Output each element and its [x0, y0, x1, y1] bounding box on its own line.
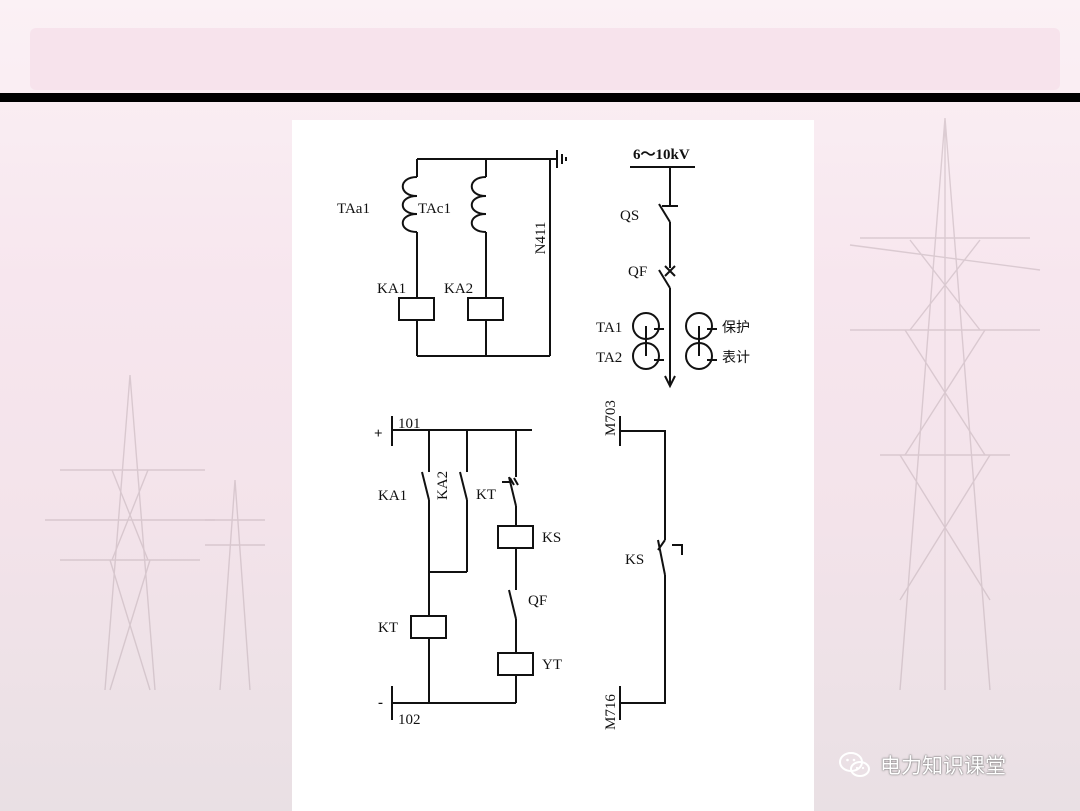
- trip-coil-yt: [497, 652, 534, 676]
- wechat-icon: [839, 752, 870, 777]
- metering-label: 表计: [722, 350, 750, 366]
- contact-ka1-label: KA1: [378, 488, 407, 504]
- ct-c-label: TAc1: [418, 201, 451, 217]
- current-circuit: [398, 150, 567, 357]
- watermark: 电力知识课堂: [838, 748, 1006, 782]
- signal-relay-ks: [497, 525, 534, 549]
- ct-1-label: TA1: [596, 320, 622, 336]
- protection-label: 保护: [722, 320, 750, 336]
- timer-coil-label: KT: [378, 620, 398, 636]
- trip-coil-label: YT: [542, 657, 562, 673]
- signal-top-bus-label: M703: [603, 400, 619, 436]
- contact-ka2-label: KA2: [435, 471, 451, 500]
- breaker-aux-label: QF: [528, 593, 547, 609]
- dc-control-circuit: [391, 416, 534, 720]
- positive-sign: +: [374, 426, 383, 442]
- signal-contact-label: KS: [625, 552, 644, 568]
- breaker-label: QF: [628, 264, 647, 280]
- top-rule: [0, 93, 1080, 102]
- relay-ka1-coil: [398, 297, 435, 321]
- watermark-text: 电力知识课堂: [880, 754, 1006, 778]
- negative-bus-label: 102: [398, 712, 421, 728]
- ct-2-label: TA2: [596, 350, 622, 366]
- relay-1-label: KA1: [377, 281, 406, 297]
- contact-kt-label: KT: [476, 487, 496, 503]
- timer-coil-kt: [410, 615, 447, 639]
- relay-ka2-coil: [467, 297, 504, 321]
- disconnector-label: QS: [620, 208, 639, 224]
- signal-bottom-bus-label: M716: [603, 694, 619, 730]
- ct-c-coil: [470, 176, 487, 233]
- relay-2-label: KA2: [444, 281, 473, 297]
- diagram-panel: TAa1 TAc1 N411 KA1 KA2 6～10kV QS QF TA1 …: [292, 120, 814, 811]
- voltage-label: 6～10kV: [633, 147, 690, 163]
- protection-circuit-diagram: TAa1 TAc1 N411 KA1 KA2 6～10kV QS QF TA1 …: [337, 147, 750, 730]
- neutral-label: N411: [533, 222, 549, 255]
- signal-relay-label: KS: [542, 530, 561, 546]
- negative-sign: -: [378, 695, 383, 711]
- ct-a-coil: [401, 176, 418, 233]
- primary-circuit: [630, 166, 717, 389]
- signal-circuit: [619, 416, 683, 720]
- positive-bus-label: 101: [398, 416, 421, 432]
- header-band: [30, 28, 1060, 90]
- ct-a-label: TAa1: [337, 201, 370, 217]
